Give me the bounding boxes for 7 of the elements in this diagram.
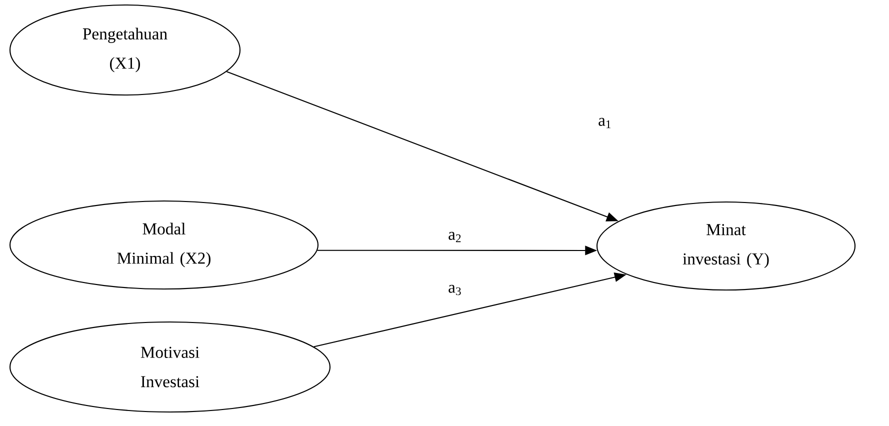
ellipse-node: Minat investasi (Y) [596,201,856,291]
ellipse-node: Pengetahuan (X1) [9,4,241,96]
edge-label: a$_{2}$ [446,230,464,244]
ellipse-node: Motivasi Investasi [9,321,331,413]
edge-label: a$_{3}$ [446,284,464,296]
edge-label: a$_{1}$ [596,116,614,130]
ellipse-node: Modal Minimal (X2) [9,200,319,290]
